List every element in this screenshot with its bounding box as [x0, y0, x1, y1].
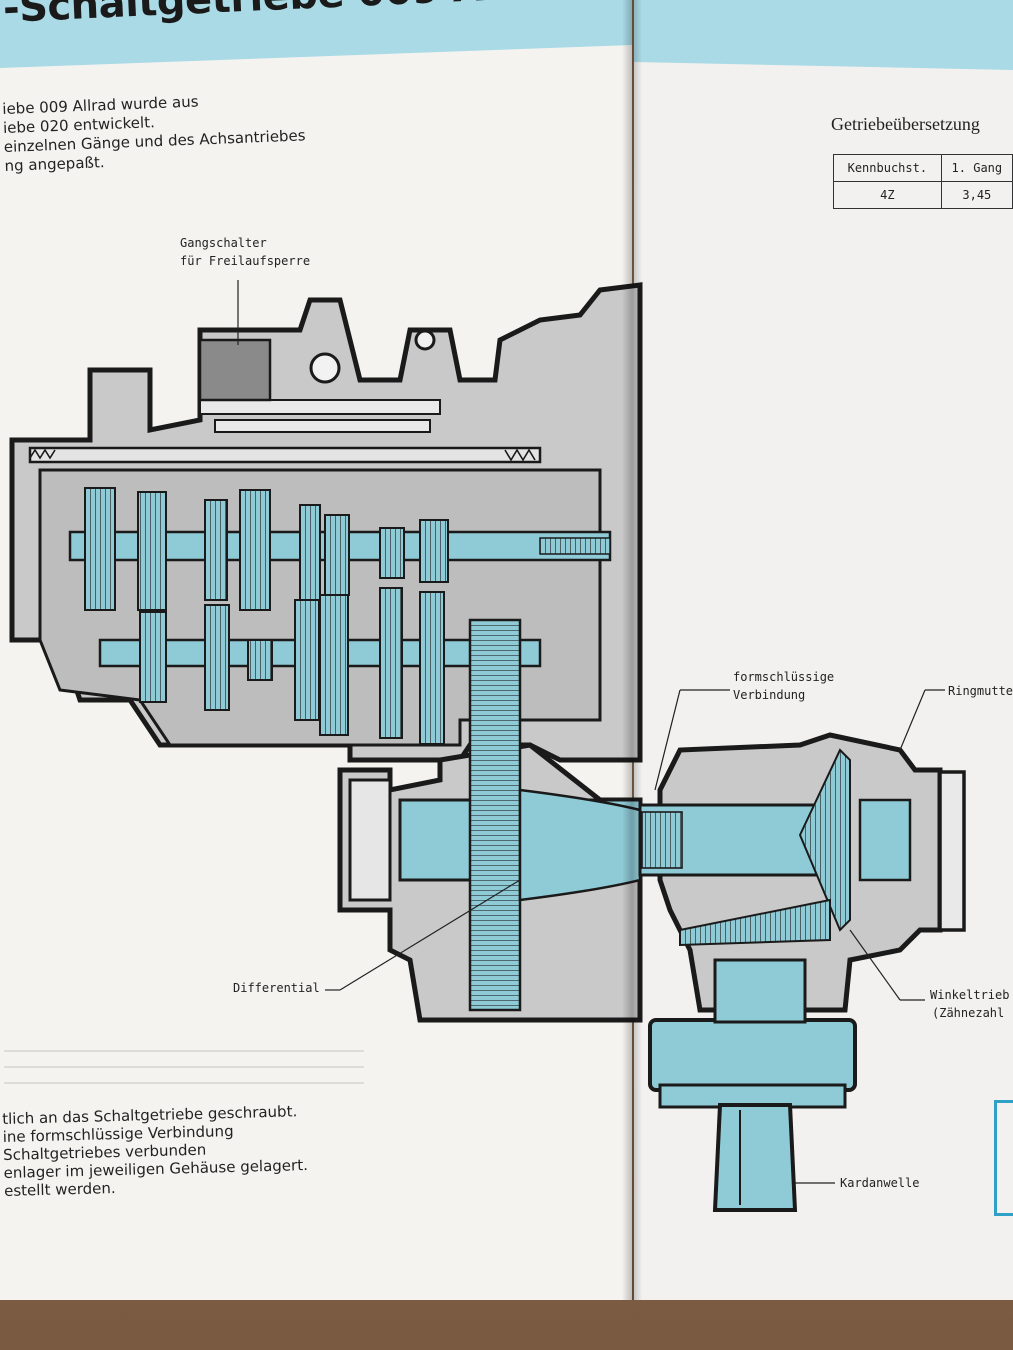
shift-rods — [28, 338, 542, 464]
label-differential: Differential — [233, 981, 320, 995]
table-header-cell: Kennbuchst. — [833, 154, 942, 182]
table-header-cell: 1. Gang — [940, 154, 1013, 182]
angle-drive-housing — [638, 732, 966, 1013]
table-cell: 4Z — [833, 181, 942, 209]
ratio-table: Kennbuchst. 1. Gang 4Z 3,45 — [833, 154, 1013, 209]
label-verbindung: Verbindung — [733, 688, 806, 702]
header-band-right — [634, 0, 1013, 70]
output-gears — [139, 587, 445, 745]
page-gutter-shadow — [622, 0, 642, 1300]
table-cell: 3,45 — [940, 181, 1013, 209]
show-through-text — [4, 1050, 364, 1090]
label-gangschalter: Gangschalter — [180, 236, 267, 250]
label-zaehnezahl: (Zähnezahl — [932, 1006, 1005, 1020]
differential-assembly — [337, 618, 643, 1023]
propshaft-flange — [648, 958, 857, 1212]
gearbox-cutaway-diagram — [9, 280, 966, 1212]
input-gears — [84, 487, 449, 611]
label-freilaufsperre: für Freilaufsperre — [180, 254, 311, 268]
bottom-paragraph: tlich an das Schaltgetriebe geschraubt. … — [2, 1102, 309, 1200]
label-ringmutter: Ringmutte — [948, 684, 1013, 698]
label-kardanwelle: Kardanwelle — [840, 1176, 920, 1190]
label-winkeltrieb: Winkeltrieb — [930, 988, 1010, 1002]
ratio-table-title: Getriebeübersetzung — [831, 114, 980, 134]
leader-lines — [237, 280, 945, 1184]
table-row: 4Z 3,45 — [833, 181, 1013, 209]
blue-info-box-edge — [994, 1100, 1013, 1216]
label-formschluessige: formschlüssige — [733, 670, 835, 684]
table-header-row: Kennbuchst. 1. Gang — [833, 154, 1013, 182]
